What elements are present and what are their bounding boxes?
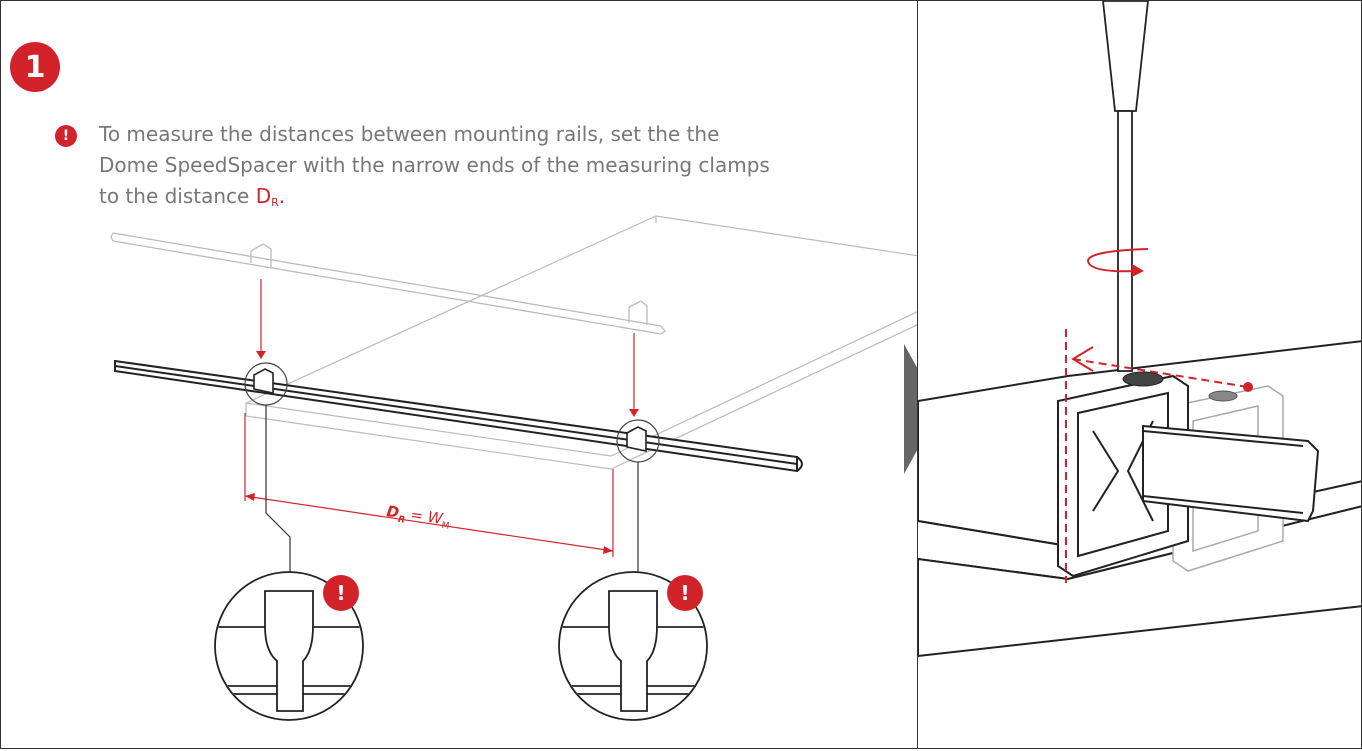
detail-view-right: [558, 571, 708, 721]
right-panel: [917, 0, 1362, 749]
drop-arrows: [256, 279, 639, 417]
rail-measuring-illustration: DR = WM: [110, 215, 917, 721]
dome-speedspacer: [1057, 374, 1189, 578]
distance-symbol: DR.: [255, 184, 286, 209]
warning-icon-detail-right: !: [667, 575, 703, 611]
dimension-label: DR = WM: [385, 502, 451, 532]
left-panel: 1 ! To measure the distances between mou…: [0, 0, 918, 749]
dimension-equals: =: [405, 505, 429, 526]
adjustment-indicator: [1065, 329, 1249, 583]
instruction-line-3-prefix: to the distance: [99, 184, 256, 208]
dimension-d-sub: R: [397, 515, 405, 526]
detail-leader-lines: [265, 405, 639, 577]
dimension-arrow-right: [603, 546, 613, 554]
mounting-rail: [114, 359, 803, 473]
dimension-line: [244, 413, 614, 557]
dimension-arrow-left: [245, 493, 255, 501]
rotate-arrow-icon: [1086, 248, 1149, 277]
instruction-text: To measure the distances between mountin…: [99, 119, 839, 218]
warning-icon: !: [55, 125, 77, 147]
spacer-adjustment-illustration: [918, 1, 1361, 658]
rear-screw-head: [1208, 390, 1238, 402]
warning-icon-detail-left: !: [323, 575, 359, 611]
dimension-d-main: D: [385, 502, 400, 522]
channel-rail: [1142, 424, 1320, 523]
adjustment-end-dot: [1243, 382, 1253, 392]
distance-symbol-period: .: [278, 184, 286, 208]
detail-view-left: [214, 571, 364, 721]
instruction-line-1: To measure the distances between mountin…: [99, 122, 720, 146]
distance-symbol-main: D: [255, 184, 272, 208]
dimension-w-main: W: [427, 508, 445, 528]
step-number-badge: 1: [10, 42, 60, 92]
screw-head: [1122, 371, 1164, 387]
distance-symbol-sub: R: [271, 196, 279, 209]
measuring-clamp-right: [626, 426, 647, 452]
screwdriver-icon: [1102, 1, 1149, 372]
measuring-clamp-left: [253, 368, 274, 394]
roof-panel-outline: [245, 215, 917, 470]
instruction-line-2: Dome SpeedSpacer with the narrow ends of…: [99, 153, 770, 177]
dimension-w-sub: M: [441, 521, 450, 532]
instruction-line-3: to the distance DR.: [99, 181, 839, 218]
upper-rail-faint: [110, 232, 666, 335]
